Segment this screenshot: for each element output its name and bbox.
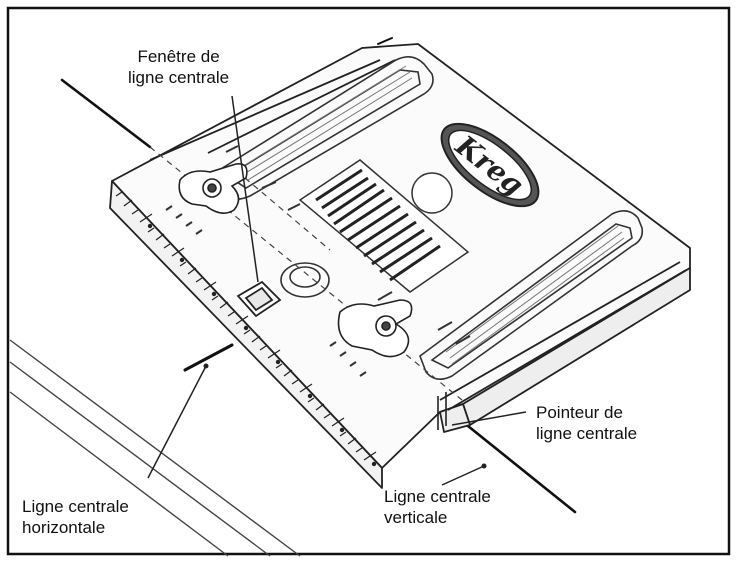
- label-vertical-centerline-line2: verticale: [384, 508, 448, 527]
- label-centerline-window-line1: Fenêtre de: [137, 47, 220, 66]
- label-centerline-pointer-line2: ligne centrale: [536, 424, 638, 443]
- label-vertical-centerline-line1: Ligne centrale: [384, 487, 491, 506]
- leader-lines: [147, 95, 527, 486]
- horizontal-centerline: [60, 78, 234, 372]
- center-bushing: [280, 262, 330, 298]
- vertical-centerline: [377, 37, 577, 514]
- label-centerline-pointer-line1: Pointeur de: [536, 403, 623, 422]
- label-vertical-centerline: Ligne centrale verticale: [384, 486, 491, 528]
- small-print-marks: [165, 145, 471, 377]
- slot-ribbing: [239, 65, 625, 365]
- centerline-pointer-shape: [437, 392, 447, 430]
- centerline-window-shape: [236, 280, 282, 318]
- clamp-knob-upper: [178, 162, 248, 214]
- warning-label-panel: [298, 159, 470, 293]
- label-horizontal-centerline: Ligne centrale horizontale: [22, 496, 129, 538]
- clamp-knob-lower: [337, 299, 413, 358]
- label-horizontal-centerline-line2: horizontale: [22, 518, 106, 537]
- ruler-scale: [115, 191, 377, 461]
- ruler-number-marks: [147, 223, 377, 467]
- leader-dots: [203, 363, 487, 469]
- round-hole: [411, 172, 453, 214]
- label-centerline-window: Fenêtre de ligne centrale: [128, 46, 229, 88]
- label-horizontal-centerline-line1: Ligne centrale: [22, 497, 129, 516]
- workpiece-board: [9, 339, 301, 557]
- label-centerline-window-line2: ligne centrale: [128, 68, 230, 87]
- label-centerline-pointer: Pointeur de ligne centrale: [536, 402, 637, 444]
